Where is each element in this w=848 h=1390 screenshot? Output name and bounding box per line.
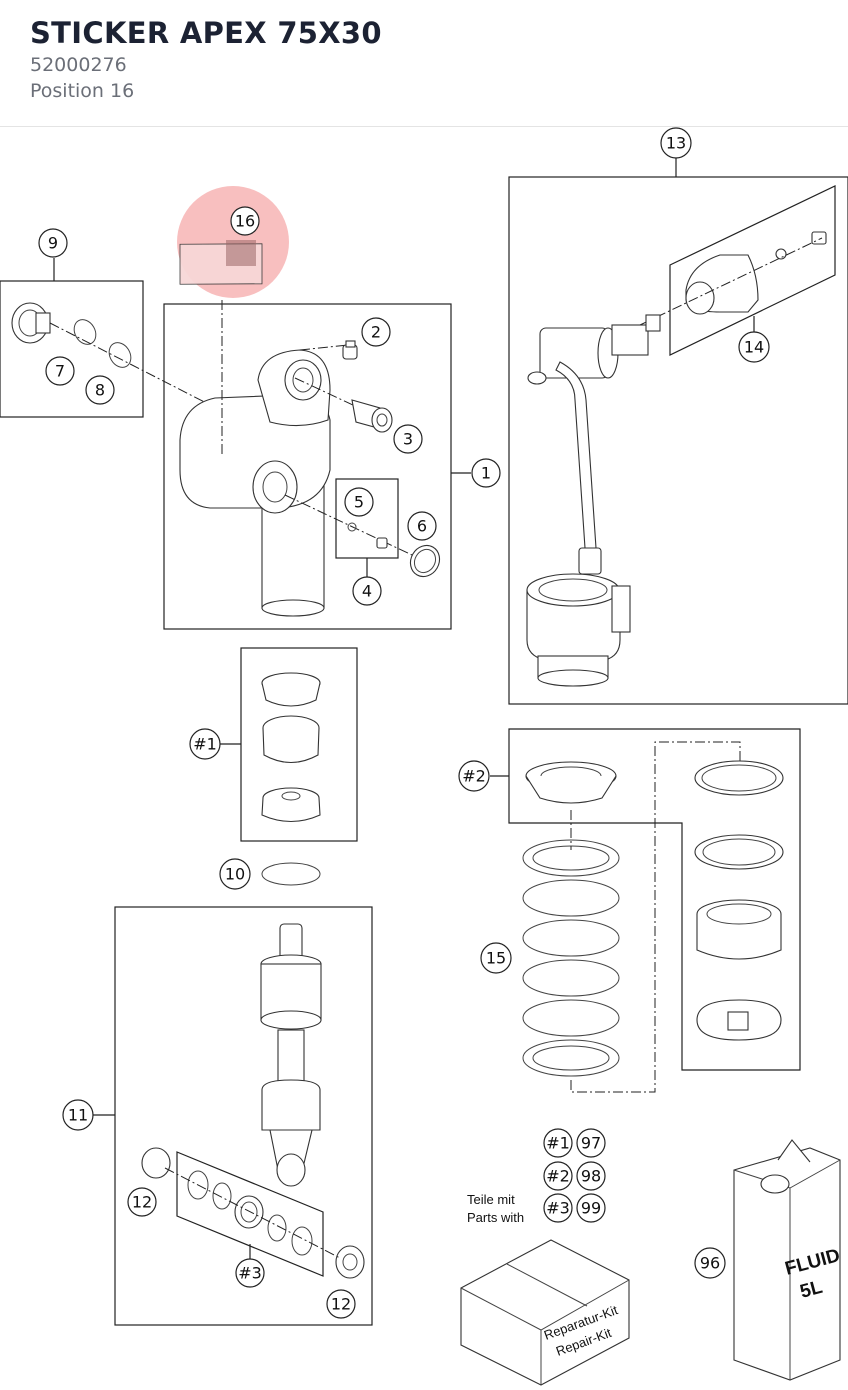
- callout-kit-2[interactable]: #2: [458, 760, 490, 792]
- part-6-ring: [409, 544, 441, 578]
- svg-text:#3: #3: [238, 1264, 262, 1283]
- svg-text:15: 15: [486, 949, 506, 968]
- callout-2[interactable]: 2: [361, 317, 391, 347]
- part-2-screw: [342, 340, 358, 360]
- callout-3[interactable]: 3: [393, 424, 423, 454]
- svg-text:13: 13: [666, 134, 686, 153]
- svg-text:12: 12: [132, 1193, 152, 1212]
- svg-text:14: 14: [744, 338, 764, 357]
- svg-text:9: 9: [48, 234, 58, 253]
- svg-text:8: 8: [95, 381, 105, 400]
- svg-text:7: 7: [55, 362, 65, 381]
- legend-line1: Teile mit: [467, 1192, 515, 1207]
- callout-4[interactable]: 4: [352, 576, 382, 606]
- kit-1-box: [219, 647, 358, 842]
- page-title: STICKER APEX 75X30: [30, 16, 382, 50]
- callout-kit-2-legend[interactable]: #2: [543, 1161, 573, 1191]
- svg-text:1: 1: [481, 464, 491, 483]
- svg-text:#1: #1: [546, 1134, 570, 1153]
- svg-text:#1: #1: [193, 735, 217, 754]
- svg-text:97: 97: [581, 1134, 601, 1153]
- callout-98[interactable]: 98: [576, 1161, 606, 1191]
- callout-5[interactable]: 5: [344, 487, 374, 517]
- spring-group: [490, 728, 801, 1093]
- svg-text:99: 99: [581, 1199, 601, 1218]
- part-16-sticker: [177, 186, 289, 298]
- callout-9[interactable]: 9: [38, 228, 68, 258]
- part-10-ring: [261, 862, 321, 886]
- group-9-box: [0, 258, 221, 418]
- svg-text:96: 96: [700, 1254, 720, 1273]
- svg-text:#2: #2: [546, 1167, 570, 1186]
- svg-text:12: 12: [331, 1295, 351, 1314]
- callout-10[interactable]: 10: [219, 858, 251, 890]
- callout-15[interactable]: 15: [480, 942, 512, 974]
- svg-text:98: 98: [581, 1167, 601, 1186]
- group-13-box: [508, 158, 848, 705]
- callout-7[interactable]: 7: [45, 356, 75, 386]
- callout-kit-1[interactable]: #1: [189, 728, 221, 760]
- position-label: Position 16: [30, 80, 135, 102]
- callout-1[interactable]: 1: [471, 458, 501, 488]
- callout-96[interactable]: 96: [694, 1247, 726, 1279]
- svg-text:#3: #3: [546, 1199, 570, 1218]
- callout-6[interactable]: 6: [407, 511, 437, 541]
- callout-99[interactable]: 99: [576, 1193, 606, 1223]
- page-header: STICKER APEX 75X30 52000276 Position 16: [0, 0, 848, 127]
- part-number: 52000276: [30, 54, 127, 76]
- part-3-bushing: [351, 399, 393, 433]
- callout-14[interactable]: 14: [738, 331, 770, 363]
- callout-8[interactable]: 8: [85, 375, 115, 405]
- svg-text:11: 11: [68, 1106, 88, 1125]
- callout-12-left[interactable]: 12: [127, 1187, 157, 1217]
- svg-text:3: 3: [403, 430, 413, 449]
- svg-text:6: 6: [417, 517, 427, 536]
- callout-12-right[interactable]: 12: [326, 1289, 356, 1319]
- group-4-box: [335, 478, 399, 578]
- callout-kit-1-legend[interactable]: #1: [543, 1128, 573, 1158]
- fluid-can: FLUID 5L: [733, 1139, 842, 1381]
- callout-kit-3[interactable]: #3: [235, 1258, 265, 1288]
- callout-kit-3-legend[interactable]: #3: [543, 1193, 573, 1223]
- svg-text:4: 4: [362, 582, 372, 601]
- svg-text:16: 16: [235, 212, 255, 231]
- group-11-box: [93, 906, 373, 1326]
- callout-16[interactable]: 16: [230, 206, 260, 236]
- svg-text:5: 5: [354, 493, 364, 512]
- callout-13[interactable]: 13: [660, 127, 692, 159]
- repair-kit-box: Reparatur-Kit Repair-Kit: [460, 1239, 630, 1386]
- legend-line2: Parts with: [467, 1210, 524, 1225]
- callout-11[interactable]: 11: [62, 1099, 94, 1131]
- callout-97[interactable]: 97: [576, 1128, 606, 1158]
- svg-text:10: 10: [225, 865, 245, 884]
- svg-text:2: 2: [371, 323, 381, 342]
- group-1-box: [163, 300, 471, 630]
- svg-text:#2: #2: [462, 767, 486, 786]
